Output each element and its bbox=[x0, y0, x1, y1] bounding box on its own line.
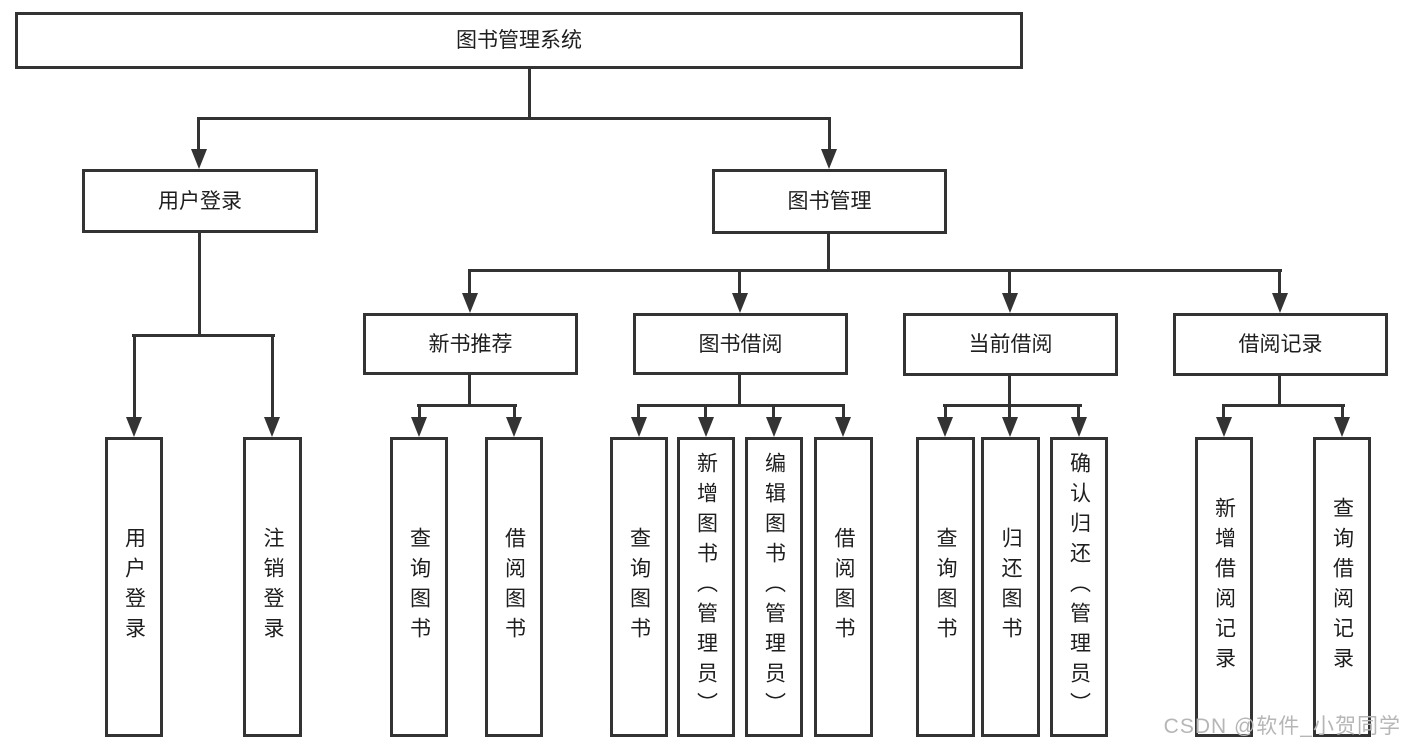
leaf-add-books-admin: 新增图书（管理员） bbox=[677, 437, 735, 737]
connector-line bbox=[468, 269, 1282, 272]
node-root: 图书管理系统 bbox=[15, 12, 1023, 69]
arrowhead-icon bbox=[1002, 293, 1018, 313]
connector-line bbox=[944, 404, 947, 422]
leaf-confirm-return-admin-label: 确认归还（管理员） bbox=[1067, 452, 1091, 722]
connector-line bbox=[197, 117, 200, 153]
leaf-add-books-admin-label: 新增图书（管理员） bbox=[694, 452, 718, 722]
arrowhead-icon bbox=[1071, 417, 1087, 437]
arrowhead-icon bbox=[191, 149, 207, 169]
connector-line bbox=[827, 234, 830, 272]
node-book-borrow: 图书借阅 bbox=[633, 313, 848, 375]
leaf-confirm-return-admin: 确认归还（管理员） bbox=[1050, 437, 1108, 737]
leaf-edit-books-admin-label: 编辑图书（管理员） bbox=[762, 452, 786, 722]
leaf-query-books-borrow-label: 查询图书 bbox=[627, 527, 651, 647]
arrowhead-icon bbox=[1334, 417, 1350, 437]
connector-line bbox=[513, 404, 516, 422]
arrowhead-icon bbox=[835, 417, 851, 437]
connector-line bbox=[528, 69, 531, 119]
arrowhead-icon bbox=[1272, 293, 1288, 313]
connector-line bbox=[738, 269, 741, 297]
connector-line bbox=[468, 269, 471, 297]
leaf-query-books-current: 查询图书 bbox=[916, 437, 975, 737]
arrowhead-icon bbox=[264, 417, 280, 437]
node-borrow-records-label: 借阅记录 bbox=[1238, 333, 1323, 356]
leaf-logout-label: 注销登录 bbox=[261, 527, 284, 647]
arrowhead-icon bbox=[126, 417, 142, 437]
leaf-query-books-recommend-label: 查询图书 bbox=[407, 527, 431, 647]
connector-line bbox=[1222, 404, 1345, 407]
node-new-book-recommend-label: 新书推荐 bbox=[428, 332, 513, 356]
arrowhead-icon bbox=[1002, 417, 1018, 437]
leaf-add-borrow-record-label: 新增借阅记录 bbox=[1212, 497, 1236, 677]
connector-line bbox=[1008, 404, 1011, 422]
connector-line bbox=[1341, 404, 1344, 422]
leaf-query-borrow-record-label: 查询借阅记录 bbox=[1330, 497, 1354, 677]
leaf-return-books-label: 归还图书 bbox=[999, 527, 1022, 647]
leaf-user-login: 用户登录 bbox=[105, 437, 163, 737]
connector-line bbox=[1008, 269, 1011, 297]
node-book-management-label: 图书管理 bbox=[787, 190, 872, 213]
connector-line bbox=[417, 404, 517, 407]
node-root-label: 图书管理系统 bbox=[456, 29, 582, 52]
connector-line bbox=[198, 233, 201, 336]
leaf-logout: 注销登录 bbox=[243, 437, 302, 737]
connector-line bbox=[772, 404, 775, 422]
connector-line bbox=[738, 375, 741, 406]
arrowhead-icon bbox=[462, 293, 478, 313]
connector-line bbox=[943, 404, 1082, 407]
node-current-borrow: 当前借阅 bbox=[903, 313, 1118, 376]
arrowhead-icon bbox=[1216, 417, 1232, 437]
node-user-login: 用户登录 bbox=[82, 169, 318, 233]
arrowhead-icon bbox=[411, 417, 427, 437]
arrowhead-icon bbox=[732, 293, 748, 313]
node-user-login-label: 用户登录 bbox=[158, 189, 242, 213]
leaf-query-books-borrow: 查询图书 bbox=[610, 437, 668, 737]
node-book-management: 图书管理 bbox=[712, 169, 947, 234]
connector-line bbox=[1008, 376, 1011, 406]
connector-line bbox=[271, 334, 274, 420]
connector-line bbox=[1077, 404, 1080, 422]
leaf-borrow-books-recommend-label: 借阅图书 bbox=[502, 527, 526, 647]
connector-line bbox=[133, 334, 136, 420]
leaf-borrow-books: 借阅图书 bbox=[814, 437, 873, 737]
node-new-book-recommend: 新书推荐 bbox=[363, 313, 578, 375]
leaf-borrow-books-recommend: 借阅图书 bbox=[485, 437, 543, 737]
connector-line bbox=[1278, 269, 1281, 297]
arrowhead-icon bbox=[937, 417, 953, 437]
node-borrow-records: 借阅记录 bbox=[1173, 313, 1388, 376]
connector-line bbox=[1278, 376, 1281, 406]
connector-line bbox=[704, 404, 707, 422]
connector-line bbox=[132, 334, 275, 337]
leaf-return-books: 归还图书 bbox=[981, 437, 1040, 737]
watermark: CSDN @软件_小贺同学 bbox=[1163, 715, 1401, 738]
connector-line bbox=[828, 117, 831, 153]
connector-line bbox=[418, 404, 421, 422]
arrowhead-icon bbox=[766, 417, 782, 437]
leaf-add-borrow-record: 新增借阅记录 bbox=[1195, 437, 1253, 737]
node-current-borrow-label: 当前借阅 bbox=[968, 333, 1053, 356]
arrowhead-icon bbox=[698, 417, 714, 437]
connector-line bbox=[197, 117, 831, 120]
arrowhead-icon bbox=[821, 149, 837, 169]
leaf-borrow-books-label: 借阅图书 bbox=[832, 527, 855, 647]
connector-line bbox=[842, 404, 845, 422]
connector-line bbox=[1222, 404, 1225, 422]
connector-line bbox=[637, 404, 845, 407]
leaf-query-borrow-record: 查询借阅记录 bbox=[1313, 437, 1371, 737]
leaf-user-login-label: 用户登录 bbox=[122, 527, 146, 647]
connector-line bbox=[468, 375, 471, 406]
leaf-query-books-recommend: 查询图书 bbox=[390, 437, 448, 737]
arrowhead-icon bbox=[631, 417, 647, 437]
node-book-borrow-label: 图书借阅 bbox=[698, 332, 783, 356]
leaf-query-books-current-label: 查询图书 bbox=[934, 527, 957, 647]
connector-line bbox=[637, 404, 640, 422]
leaf-edit-books-admin: 编辑图书（管理员） bbox=[745, 437, 803, 737]
arrowhead-icon bbox=[506, 417, 522, 437]
